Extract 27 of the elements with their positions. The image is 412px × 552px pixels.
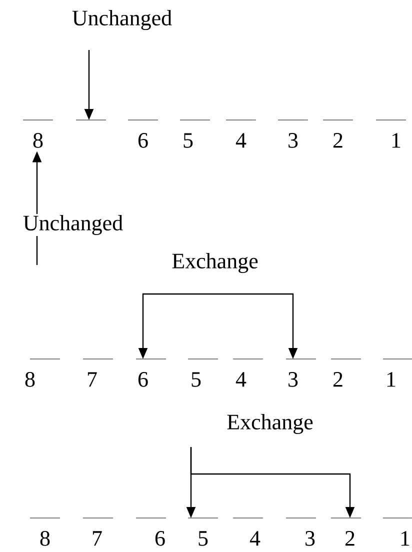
number-slot: 6	[128, 120, 158, 148]
number-slot: 2	[330, 518, 362, 546]
number-slot: 1	[382, 358, 412, 387]
number-slot: 5	[188, 358, 218, 387]
number-slot: 4	[232, 518, 264, 546]
number-slot: 2	[322, 120, 354, 148]
number-slot: 5	[188, 518, 218, 546]
number-slot: 4	[226, 120, 256, 148]
number-slot: 4	[232, 358, 264, 387]
edge-label: Unchanged	[70, 9, 174, 32]
number-slot: 5	[180, 120, 210, 148]
number-slot: 1	[382, 518, 412, 546]
edge-label: Exchange	[170, 252, 260, 274]
number-slot: 3	[286, 518, 316, 546]
number-slot: 8	[25, 358, 60, 387]
number-slot: 8	[30, 518, 60, 546]
number-slot: 1	[376, 120, 406, 148]
number-slot: 7	[82, 518, 114, 546]
number-slot: 3	[278, 120, 308, 148]
number-slot: 6	[136, 518, 166, 546]
number-slot: 7	[82, 358, 114, 387]
number-slot: 6	[136, 358, 166, 387]
edge-label: Unchanged	[22, 214, 124, 236]
number-slot: 3	[286, 358, 316, 387]
number-slot: 2	[330, 358, 362, 387]
edge-label: Exchange	[226, 413, 314, 435]
number-slot: 8	[22, 120, 54, 148]
